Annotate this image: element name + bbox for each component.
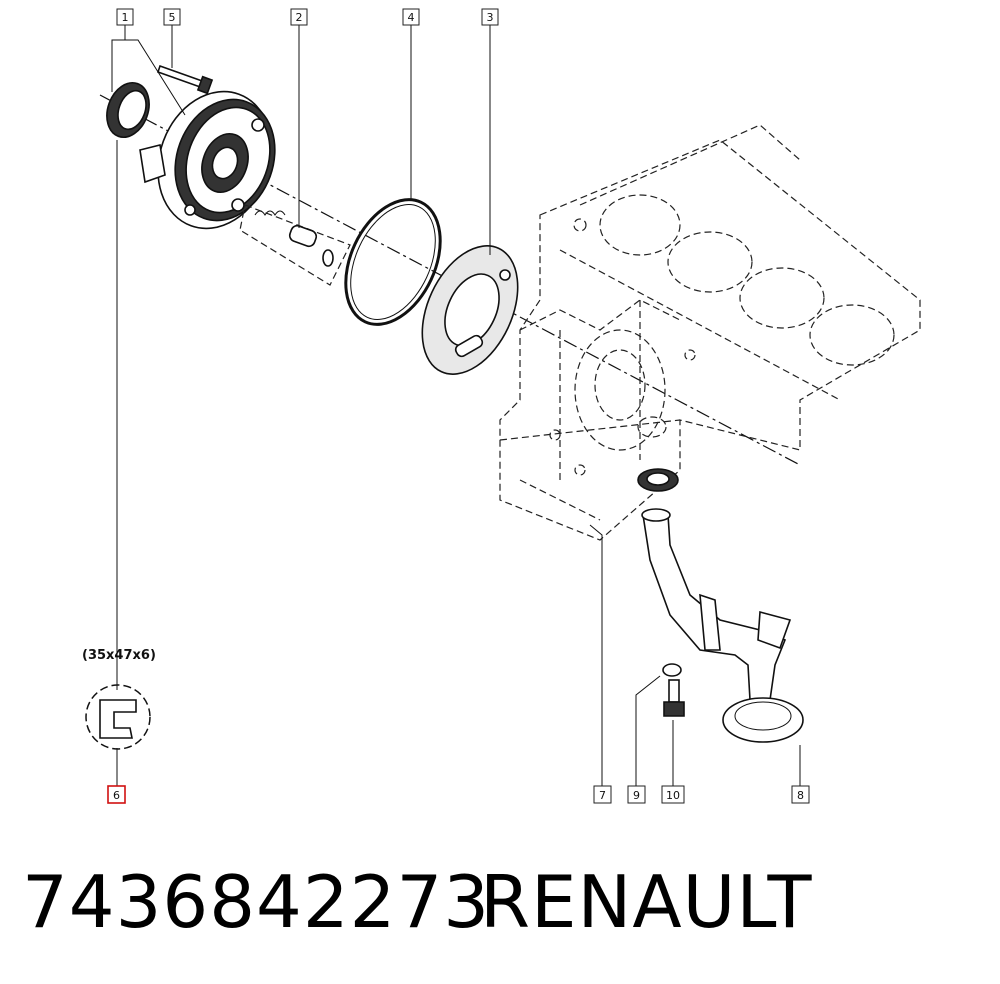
callout-10: 10 [661,785,685,804]
relief-valve-kit [239,204,351,286]
callout-6: 6 [107,785,126,804]
callout-label: 8 [797,789,804,802]
callout-label: 10 [666,789,680,802]
seal-cross-section-detail [85,684,151,750]
engine-block [499,124,921,541]
callout-label: 3 [487,11,494,24]
pump-gasket [421,245,519,375]
callout-label: 2 [296,11,303,24]
callout-8: 8 [791,785,810,804]
callout-3: 3 [481,8,499,26]
callout-label: 1 [122,11,129,24]
leader-lines [111,25,801,786]
oil-pump-body [139,90,276,230]
strainer-bolt [663,679,685,717]
callout-label: 5 [169,11,176,24]
part-number: 7436842273 [22,860,491,944]
pump-bolt [156,64,214,95]
callout-9: 9 [627,785,646,804]
callout-label: 9 [633,789,640,802]
oil-pickup-strainer [641,508,804,743]
callout-label: 6 [113,789,120,802]
seal-size-note: (35x47x6) [82,648,156,663]
callout-label: 4 [408,11,415,24]
callout-label: 7 [599,789,606,802]
washer [662,663,682,677]
brand-name: RENAULT [480,860,813,944]
oil-seal [106,82,150,138]
callout-5: 5 [163,8,181,26]
o-ring [344,198,442,326]
callout-1: 1 [116,8,134,26]
callout-4: 4 [402,8,420,26]
callout-7: 7 [593,785,612,804]
strainer-seal [637,468,679,492]
callout-2: 2 [290,8,308,26]
